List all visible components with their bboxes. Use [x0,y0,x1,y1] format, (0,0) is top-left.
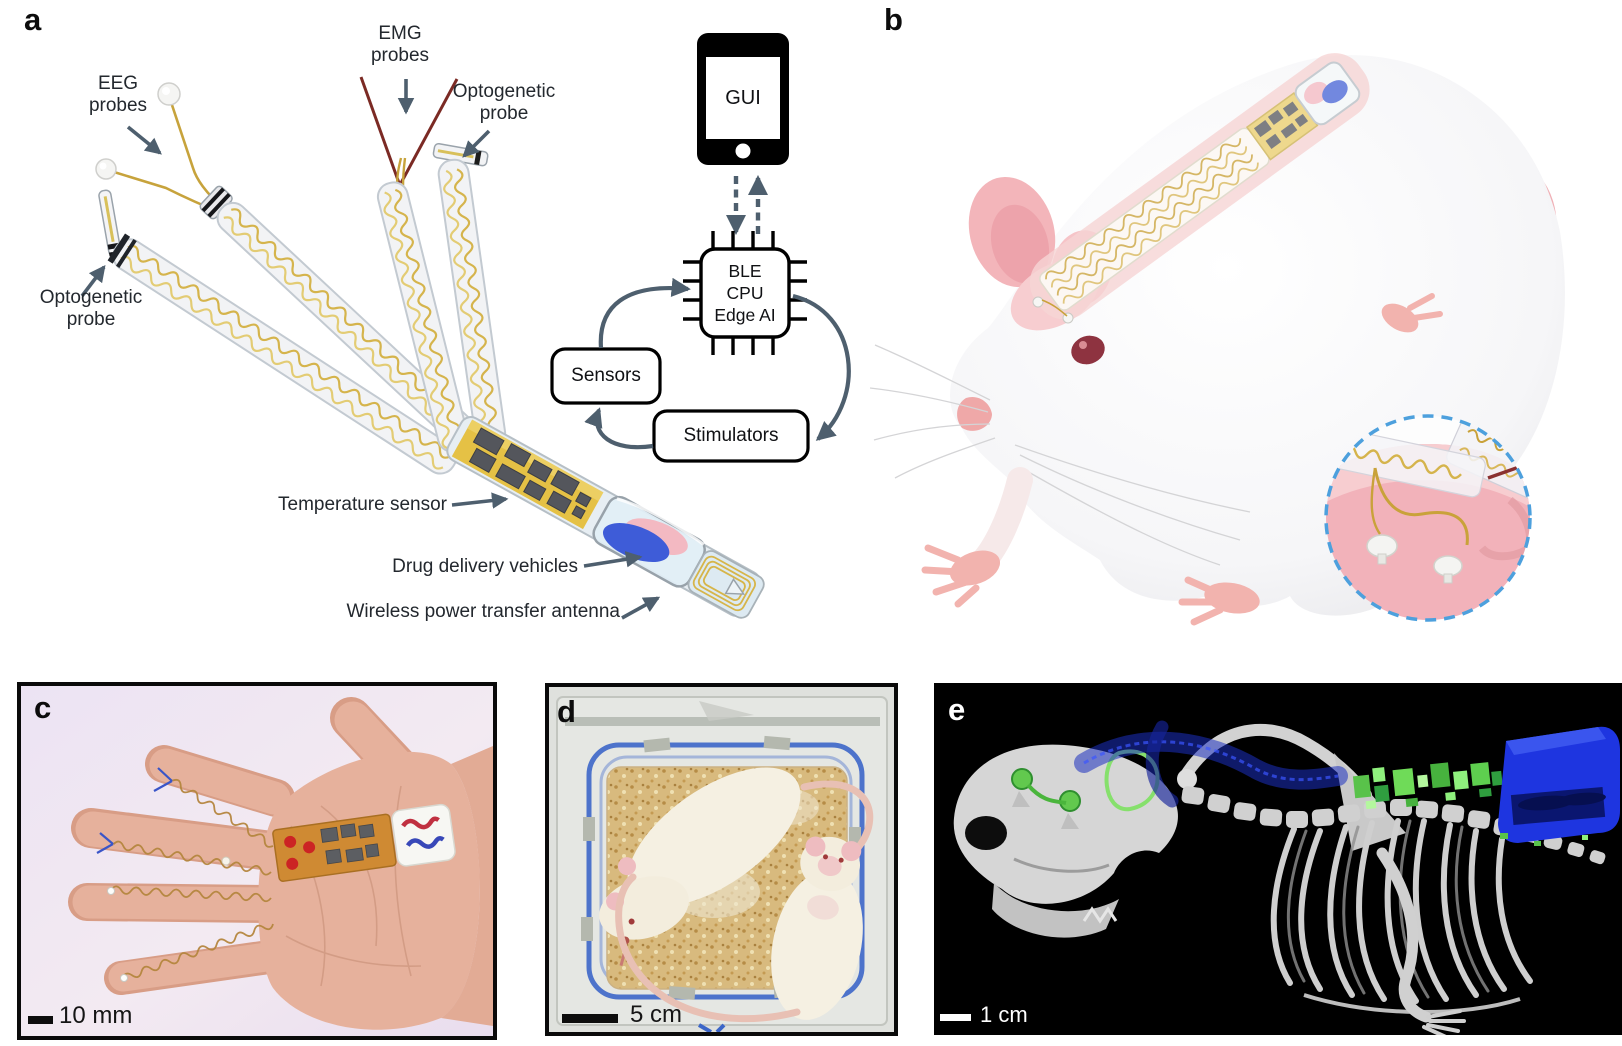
panel-e-letter: e [948,692,966,727]
drug-delivery-label: Drug delivery vehicles [392,556,578,577]
phone-icon [697,33,789,165]
antenna-label: Wireless power transfer antenna [346,601,620,622]
device-on-palm [272,803,456,882]
panel-d-letter: d [557,694,576,729]
inset-magnifier [1324,414,1532,622]
rat-2-tail [615,873,801,1023]
panel-e-ct-scan [934,683,1622,1035]
temperature-arrow [451,492,509,509]
device-body [446,416,765,619]
ct-blue-ribbon [1074,720,1348,808]
chip-icon [683,231,807,355]
chip-label: BLE CPU Edge AI [714,261,776,325]
rat-front-paw-2 [1178,576,1260,626]
panel-b-letter: b [884,2,903,37]
opto-left-arrow [80,265,106,298]
antenna-arrow [621,596,661,620]
gui-label: GUI [725,87,761,109]
annotation-arrows [80,79,661,620]
ble-link-arrows [725,174,769,236]
panel-c-photo [21,686,493,1036]
eeg-arrow [126,125,162,155]
rat-ear-front-inner [990,204,1050,284]
emg-probes-label: EMG probes [370,23,430,67]
head-electrode-wire [1041,299,1068,317]
rat-front-paw [921,467,1033,608]
rat-whiskers [870,344,1251,566]
chip-components [468,427,592,520]
temperature-sensor-label: Temperature sensor [278,494,447,515]
panel-d-scale-label: 5 cm [630,1001,683,1028]
panel-c-scale-bar [28,1016,53,1024]
panel-a-letter: a [24,2,42,37]
panel-a-illustration [80,33,851,620]
eeg-probes-label: EEG probes [88,73,148,117]
ct-paw [1422,1009,1466,1035]
optogenetic-probe-left-label: Optogenetic probe [39,287,143,331]
panel-e-container [934,683,1622,1035]
cage-rail [565,717,880,726]
ct-ribs [1270,818,1533,1004]
optogenetic-probe-right-label: Optogenetic probe [452,81,556,125]
panel-d-photo [549,687,894,1032]
serpentine-ribbon-left-opto [107,233,458,475]
drug-arrow [583,551,643,568]
stimulators-label: Stimulators [683,425,779,446]
cage-rat-2 [771,836,863,1020]
sensors-box [550,347,662,405]
probe-tips [96,767,231,982]
panel-b-illustration [870,53,1565,626]
panel-c-scale-label: 10 mm [59,1002,133,1029]
schematic-cycle-arrows [584,277,851,450]
ct-blue-module [1498,726,1620,846]
panel-d-scale-bar [562,1014,618,1023]
opto-right-arrow [462,129,491,158]
panel-c-letter: c [34,690,52,725]
panel-d-frame [545,683,898,1036]
hand [68,697,493,1030]
ct-green-electronics [1352,762,1503,810]
cage-blue-tube [586,742,865,1000]
ct-foreleg [1376,847,1432,1023]
ct-skull-electrodes [1011,768,1081,829]
implant-on-back [1029,53,1370,320]
rat-eye-highlight [1079,341,1087,349]
sensors-label: Sensors [571,365,641,386]
stimulators-box [652,409,810,463]
panel-c-frame [17,682,497,1040]
panel-e-scale-label: 1 cm [980,1002,1028,1027]
head-electrode [1032,296,1044,308]
panel-e-scale-bar [940,1014,971,1021]
rat-hind-toes [1381,293,1443,333]
wireless-antenna-coil [687,550,765,619]
